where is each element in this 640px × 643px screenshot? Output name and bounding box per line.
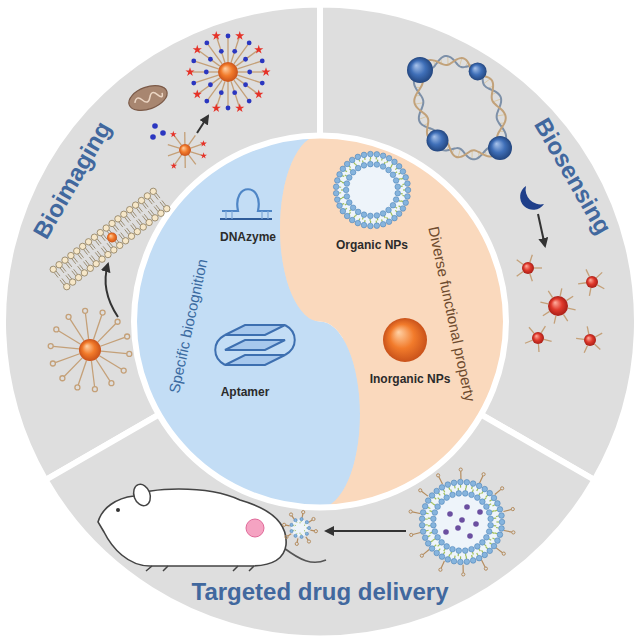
icon-label: Inorganic NPs <box>370 373 451 387</box>
sector-title: Biosensing <box>529 113 618 239</box>
half-title: Specific biocognition <box>165 257 210 394</box>
sector-title: Targeted drug delivery <box>192 578 449 606</box>
functional-half-shape <box>280 136 506 508</box>
icon-label: Aptamer <box>221 386 270 400</box>
icon-label: Organic NPs <box>336 239 408 253</box>
center-circle-border <box>134 136 506 508</box>
icon-label: DNAzyme <box>220 231 276 245</box>
sector-title: Bioimaging <box>27 117 116 244</box>
